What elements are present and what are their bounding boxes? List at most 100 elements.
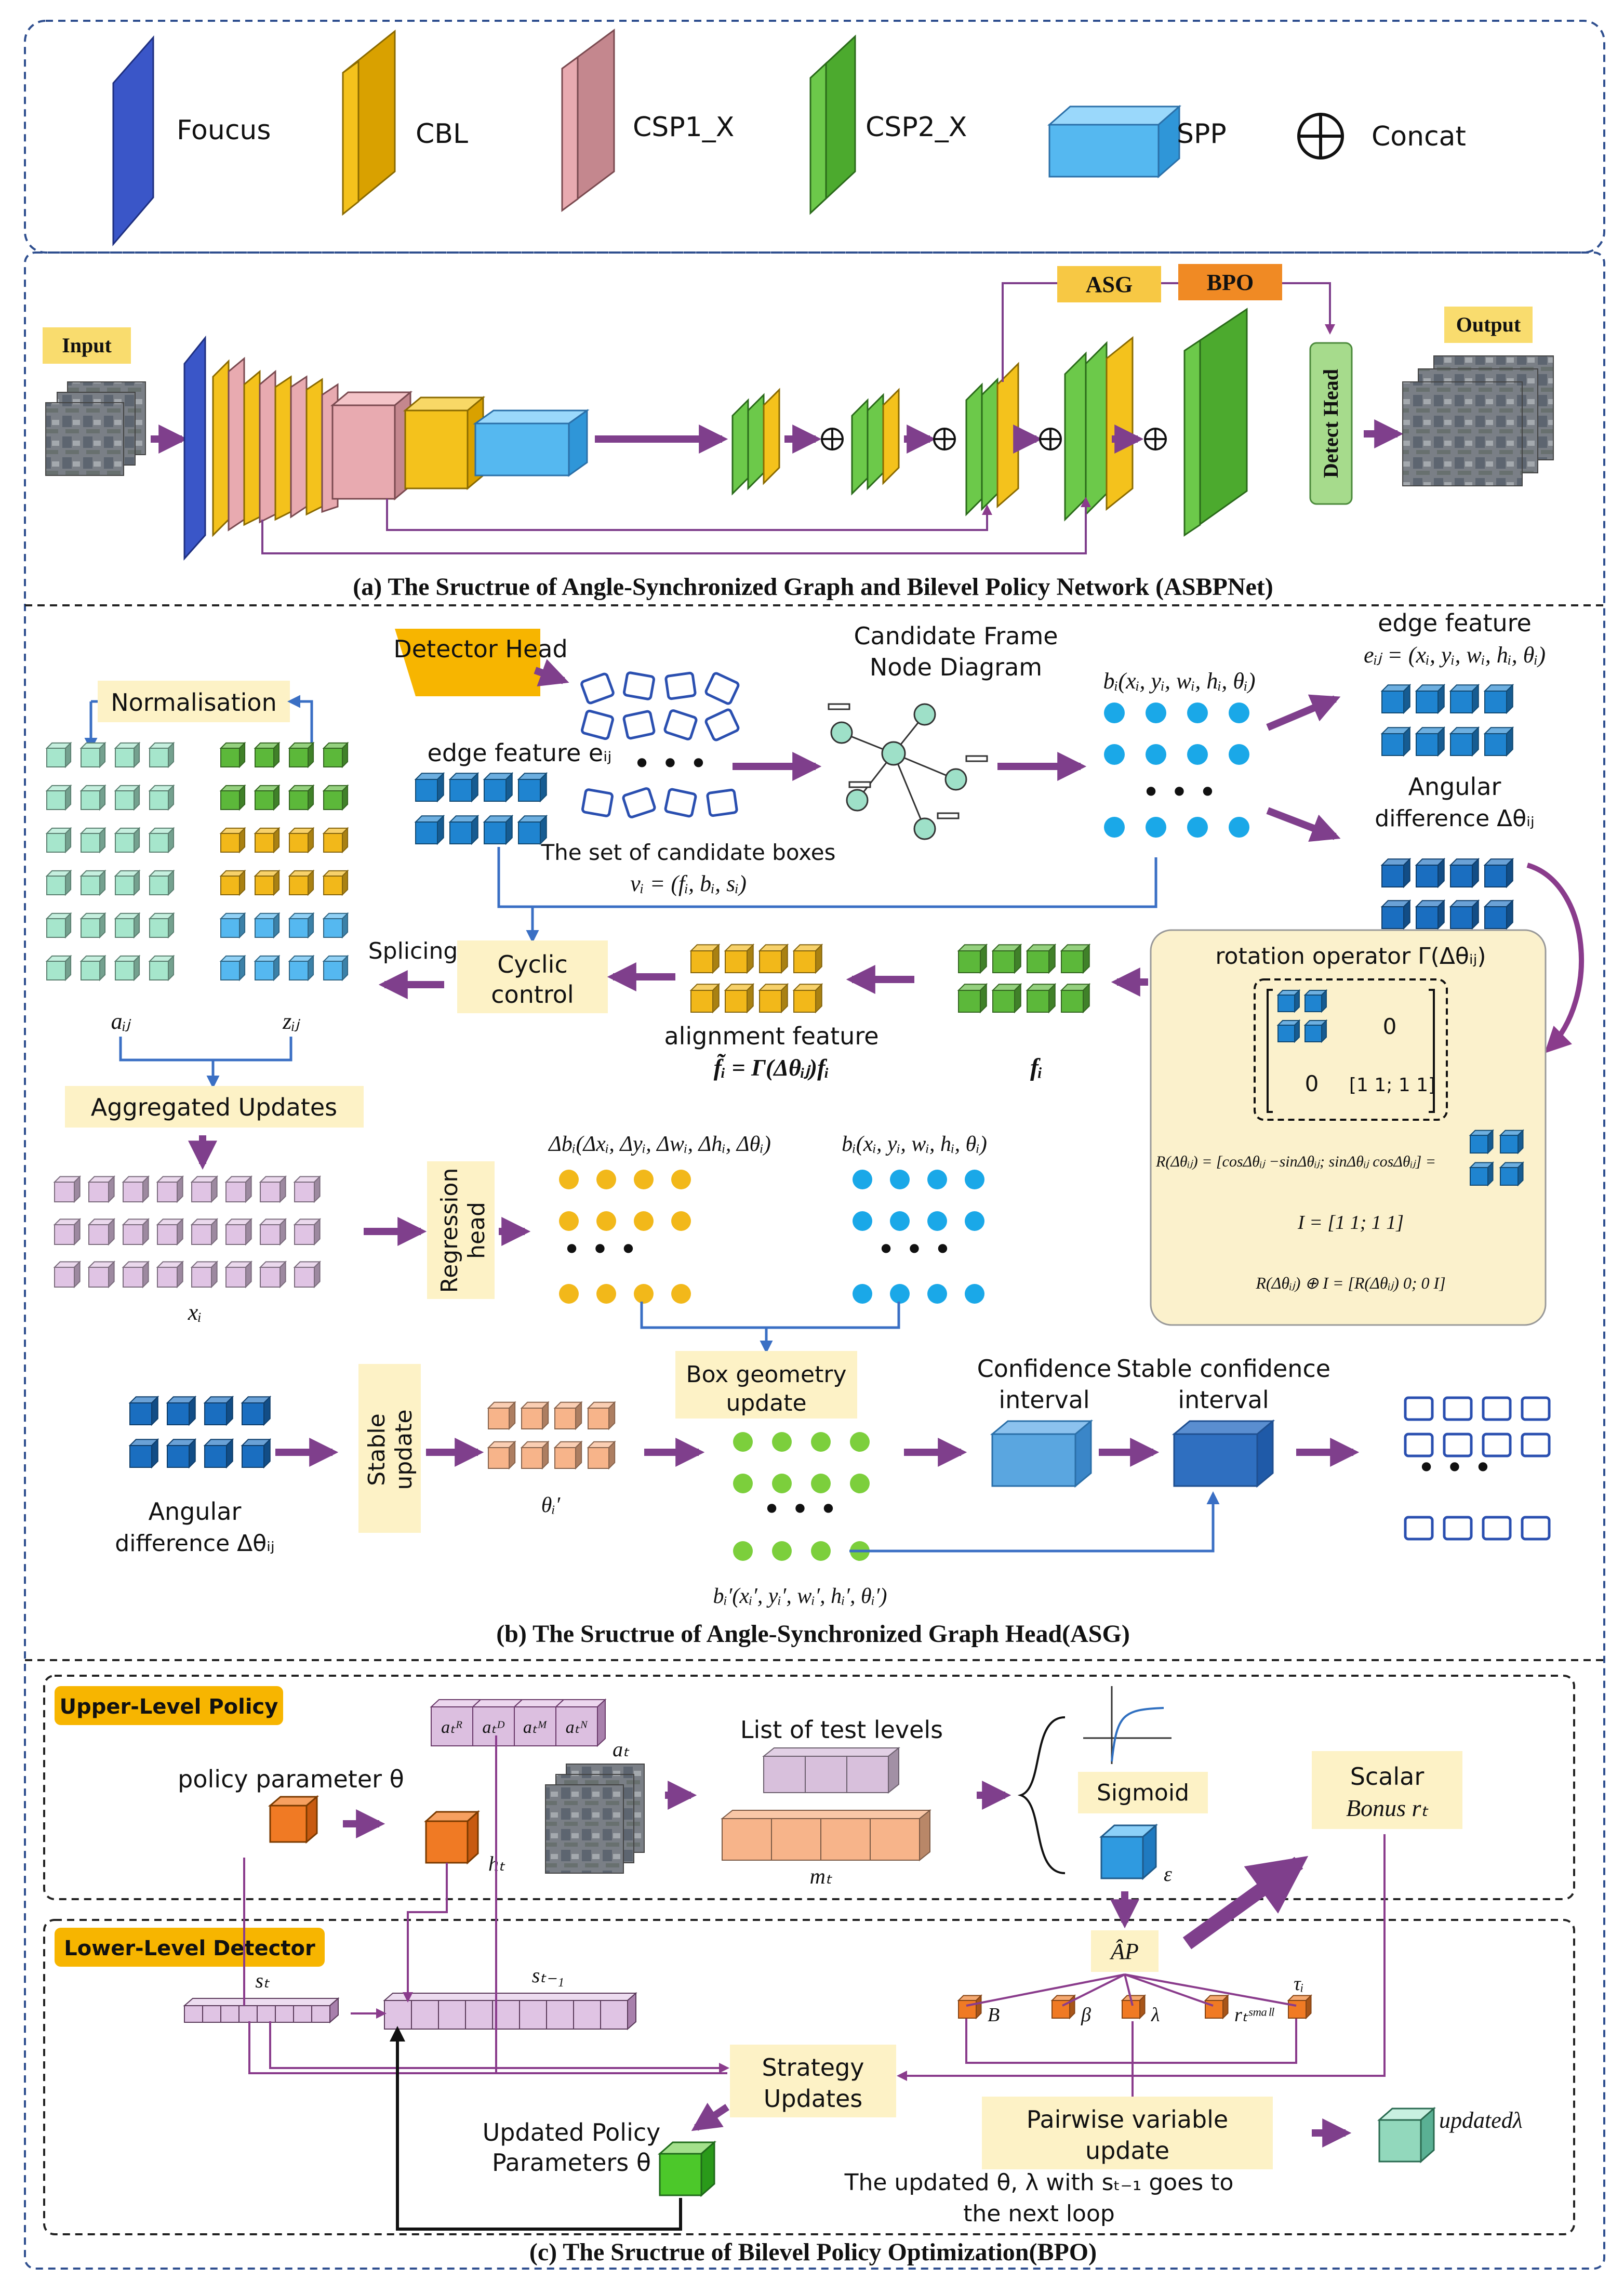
fi-cube <box>991 943 1022 974</box>
zij-cube <box>254 784 281 811</box>
param-label: β <box>1081 2004 1091 2026</box>
zij-cube <box>288 869 315 896</box>
legend-csp2-label: CSP2_X <box>866 112 967 143</box>
candidate-box <box>704 672 740 705</box>
updated-policy-label-1: Updated Policy <box>483 2118 661 2146</box>
updated-lambda-label: updatedλ <box>1439 2108 1523 2133</box>
edge-left-cube <box>448 814 480 845</box>
xi-cube <box>156 1260 184 1289</box>
output-box <box>1404 1433 1434 1457</box>
stable-update-label: Stableupdate <box>364 1409 417 1490</box>
bi-mid-dot <box>965 1211 984 1231</box>
bi-top-label: bᵢ(xᵢ, yᵢ, wᵢ, hᵢ, θᵢ) <box>1103 668 1255 694</box>
zij-cube <box>322 955 349 982</box>
bpo-tag <box>1178 264 1282 300</box>
panel-c: Upper-Level Policy Lower-Level Detector … <box>43 1675 1575 2266</box>
delta-b-dot <box>559 1284 579 1304</box>
candidate-boxes <box>580 671 740 818</box>
action-cell-top <box>554 1699 607 1707</box>
alignment-label-1: alignment feature <box>664 1022 878 1050</box>
angular-top-cube <box>1449 899 1480 930</box>
param-label: τᵢ <box>1294 1973 1304 1995</box>
scalar-label-1: Scalar <box>1350 1762 1425 1791</box>
policy-param-label: policy parameter θ <box>178 1765 404 1793</box>
pairwise-update <box>982 2097 1273 2169</box>
angular-bottom-label-2: difference Δθᵢⱼ <box>115 1530 274 1557</box>
xi-cube <box>190 1260 219 1289</box>
zij-cube <box>219 869 246 896</box>
zij-grid <box>219 741 349 982</box>
bi-top-dot <box>1187 817 1208 838</box>
edge-feature-right-label-2: eᵢⱼ = (xᵢ, yᵢ, wᵢ, hᵢ, θᵢ) <box>1364 642 1546 668</box>
zij-cube <box>219 741 246 768</box>
angular-bottom-cube <box>128 1395 159 1426</box>
rotation-cube <box>1303 1019 1328 1043</box>
xi-cube <box>190 1217 219 1246</box>
action-label: aₜᴿ <box>441 1718 463 1737</box>
zij-cube <box>254 955 281 982</box>
bi-top-dot <box>1187 703 1208 723</box>
bi-mid-dot <box>927 1211 947 1231</box>
st1-vector <box>383 1992 637 2031</box>
neck-stage-3 <box>965 362 1019 516</box>
aij-cube <box>114 912 141 939</box>
sigmoid-label: Sigmoid <box>1097 1780 1189 1806</box>
pairwise-label-2: update <box>1085 2137 1169 2165</box>
bi-mid-dot <box>853 1284 872 1304</box>
bi-top-dot <box>1146 744 1166 765</box>
test-level-bar-top-side <box>888 1746 899 1794</box>
delta-b-ellipsis: • • • <box>563 1231 637 1268</box>
edge-right-cube <box>1449 683 1480 714</box>
at-label: aₜ <box>613 1738 630 1761</box>
test-level-bar-top <box>805 1756 847 1793</box>
xi-cube <box>259 1260 287 1289</box>
theta-prime-cube <box>587 1401 616 1430</box>
bi-mid-dot <box>853 1170 872 1189</box>
st-cell <box>311 2005 330 2023</box>
angular-top-cube <box>1415 857 1446 889</box>
node-diagram-title-2: Node Diagram <box>870 653 1042 681</box>
upper-level-frame <box>43 1675 1575 1900</box>
rotation-cube <box>1276 1019 1301 1043</box>
strategy-updates <box>730 2045 896 2117</box>
angular-bottom-cube <box>166 1438 197 1469</box>
matrix-zero-bottom-left: 0 <box>1305 1071 1319 1096</box>
candidate-box <box>622 787 656 818</box>
node-diagram-title-1: Candidate Frame <box>854 622 1058 650</box>
matrix-zero-top-right: 0 <box>1383 1014 1397 1039</box>
output-label: Output <box>1456 313 1521 336</box>
zij-cube <box>254 827 281 854</box>
aij-cube <box>45 912 72 939</box>
alignment-label-2: f̃ᵢ = Γ(Δθᵢⱼ)fᵢ <box>714 1054 829 1081</box>
action-cell <box>472 1706 515 1746</box>
scalar-bonus <box>1312 1751 1462 1829</box>
normalisation-label: Normalisation <box>111 688 276 717</box>
param-cube <box>1121 1994 1146 2020</box>
edge-right-cube <box>1449 726 1480 757</box>
param-cube <box>1050 1994 1076 2020</box>
delta-b-dot <box>634 1284 654 1304</box>
edge-left-cube <box>448 772 480 803</box>
aij-cube <box>45 955 72 982</box>
xi-cube <box>259 1175 287 1203</box>
candidate-box <box>581 709 614 740</box>
action-cell <box>431 1706 473 1746</box>
bi-mid-dots <box>853 1170 984 1304</box>
rotation-title: rotation operator Γ(Δθᵢⱼ) <box>1215 943 1486 970</box>
edge-left-cube <box>517 814 548 845</box>
candidate-box <box>664 788 697 818</box>
bi-top-dot <box>1229 744 1249 765</box>
st1-cell <box>573 2000 601 2030</box>
output-box <box>1443 1516 1473 1541</box>
st1-cell <box>384 2000 412 2030</box>
bi-top-dot <box>1104 703 1125 723</box>
st1-cell <box>546 2000 574 2030</box>
theta-prime-cube <box>520 1401 550 1430</box>
zij-cube <box>219 827 246 854</box>
output-image-stack <box>1402 355 1554 486</box>
action-cell-top <box>471 1699 524 1707</box>
legend-csp1: CSP1_X <box>561 29 734 212</box>
output-boxes <box>1404 1396 1551 1541</box>
